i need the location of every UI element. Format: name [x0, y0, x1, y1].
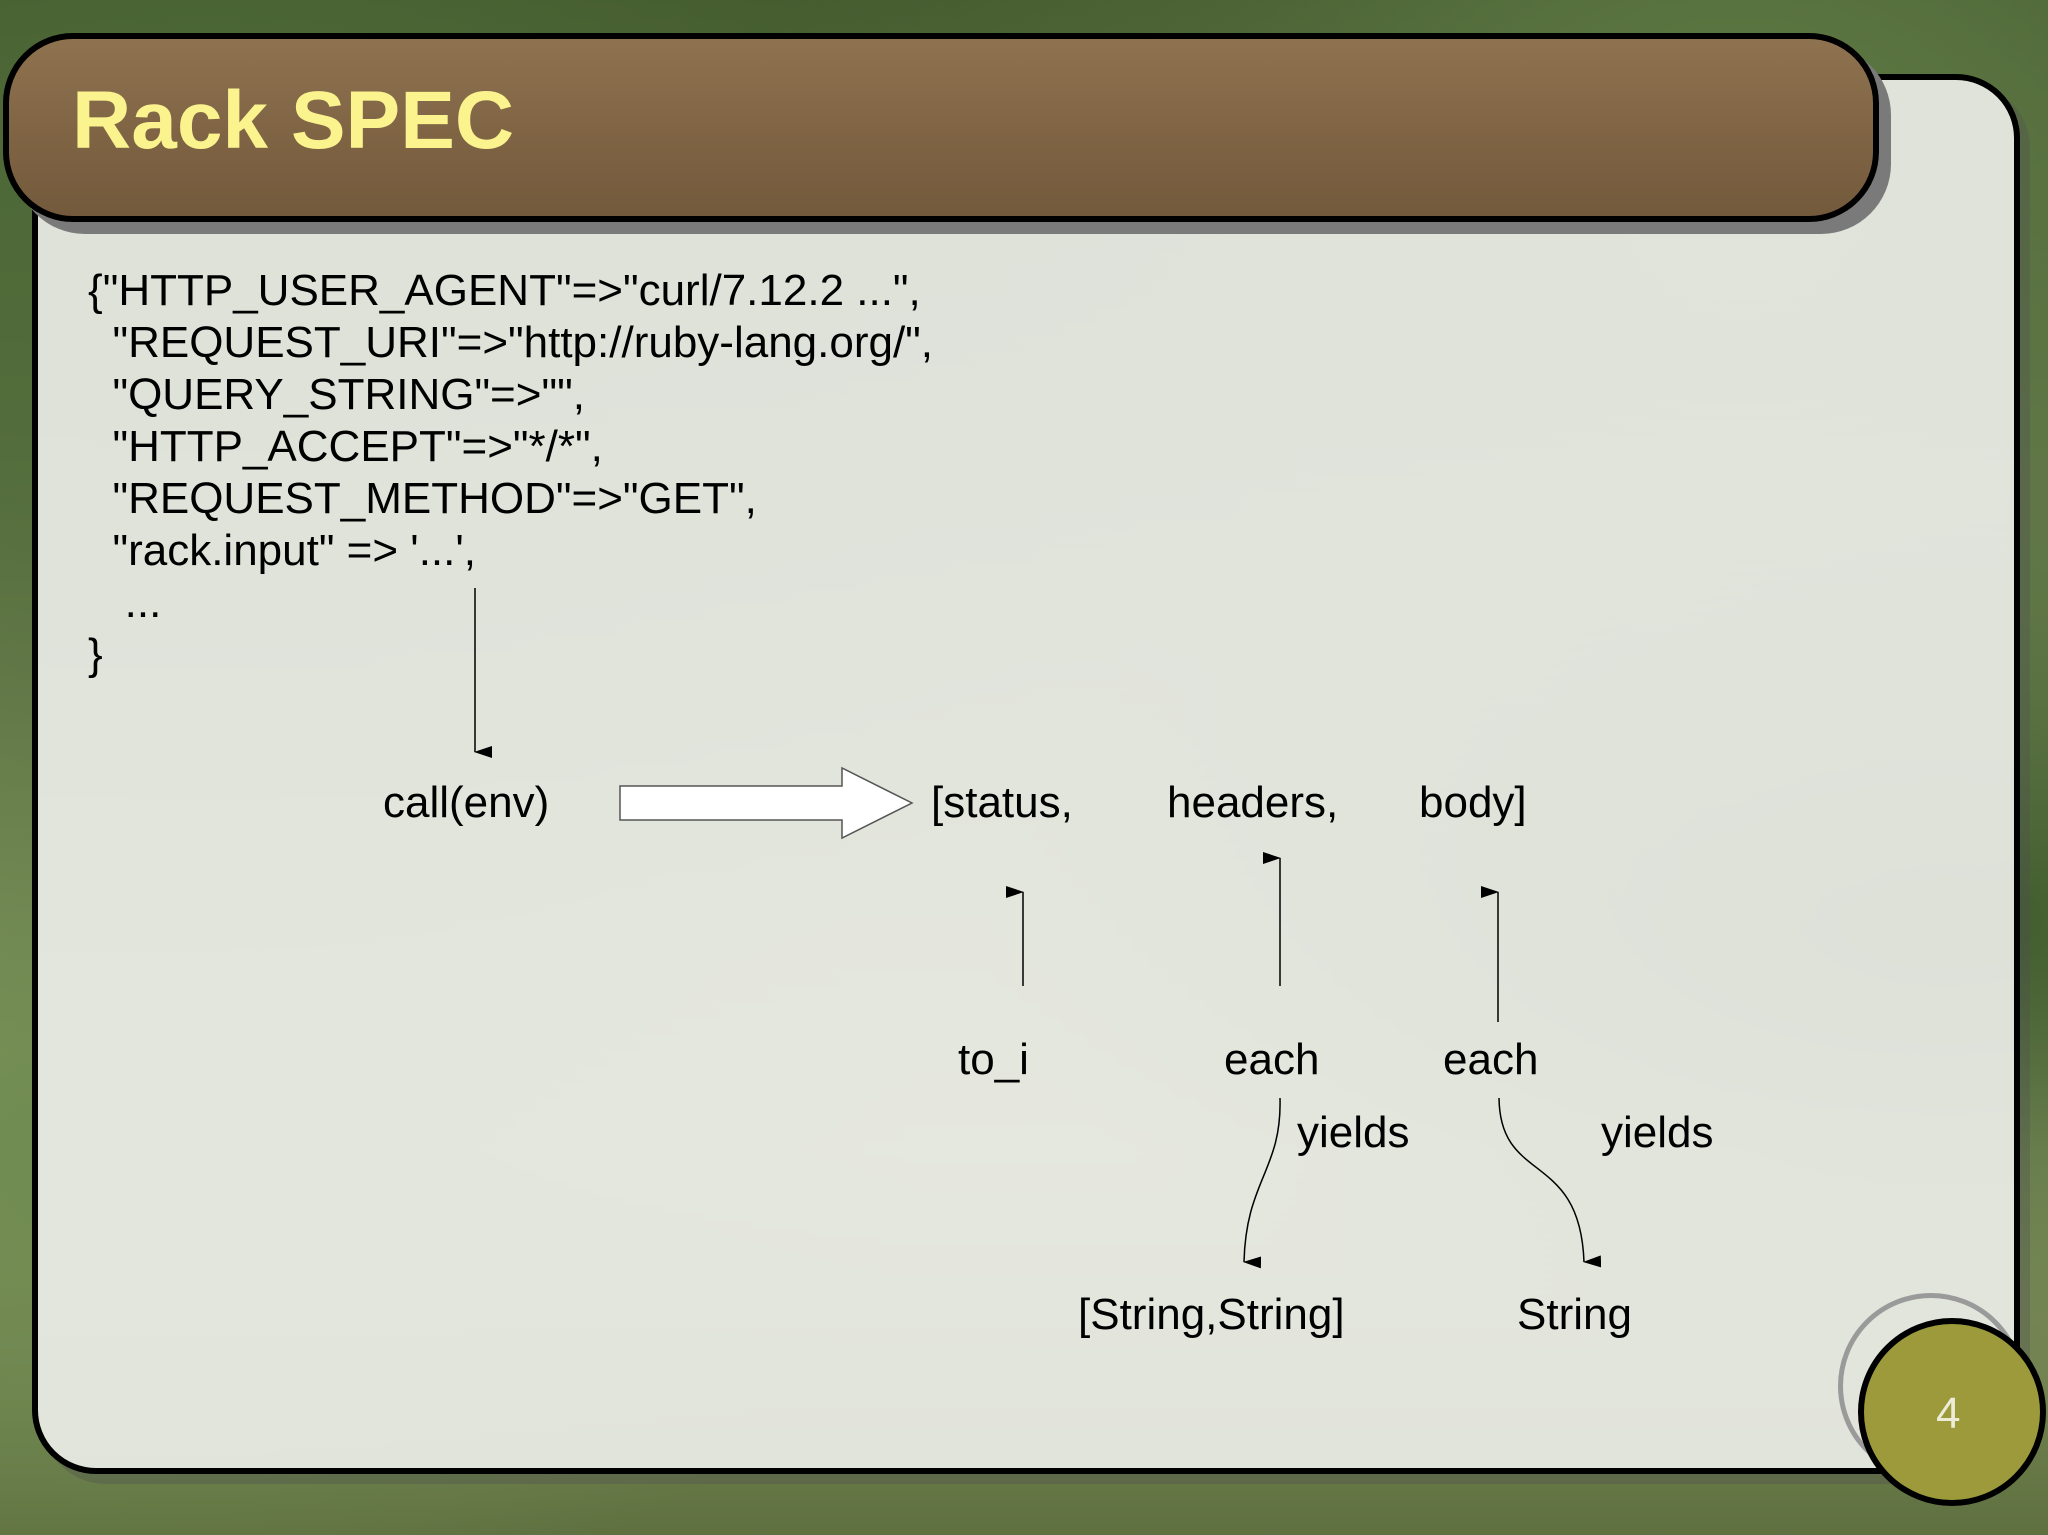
headers-yields-arrow — [1243, 1097, 1281, 1269]
page-number-badge — [1858, 1318, 2046, 1506]
code-line: "REQUEST_URI"=>"http://ruby-lang.org/", — [88, 318, 934, 367]
code-line: } — [88, 630, 103, 679]
to-i-label: to_i — [958, 1035, 1029, 1084]
call-env-label: call(env) — [383, 778, 550, 827]
page-number: 4 — [1936, 1389, 1961, 1438]
code-line: "HTTP_ACCEPT"=>"*/*", — [88, 422, 603, 471]
returns-block-arrow — [619, 766, 914, 840]
code-line: "REQUEST_METHOD"=>"GET", — [88, 474, 757, 523]
headers-yield-type-label: [String,String] — [1078, 1290, 1345, 1339]
code-line: {"HTTP_USER_AGENT"=>"curl/7.12.2 ...", — [88, 266, 921, 315]
body-each-label: each — [1443, 1035, 1539, 1084]
headers-each-label: each — [1224, 1035, 1320, 1084]
code-line: ... — [88, 578, 162, 627]
slide-title: Rack SPEC — [72, 75, 515, 166]
title-bar — [3, 33, 1879, 222]
status-label: [status, — [931, 778, 1073, 827]
code-line: "rack.input" => '...', — [88, 526, 476, 575]
body-yields-arrow — [1498, 1097, 1602, 1268]
body-yields-label: yields — [1601, 1108, 1714, 1157]
headers-yields-label: yields — [1297, 1108, 1410, 1157]
headers-label: headers, — [1167, 778, 1339, 827]
body-yield-type-label: String — [1517, 1290, 1632, 1339]
body-label: body] — [1419, 778, 1527, 827]
code-line: "QUERY_STRING"=>"", — [88, 370, 585, 419]
slide-panel — [32, 74, 2020, 1474]
